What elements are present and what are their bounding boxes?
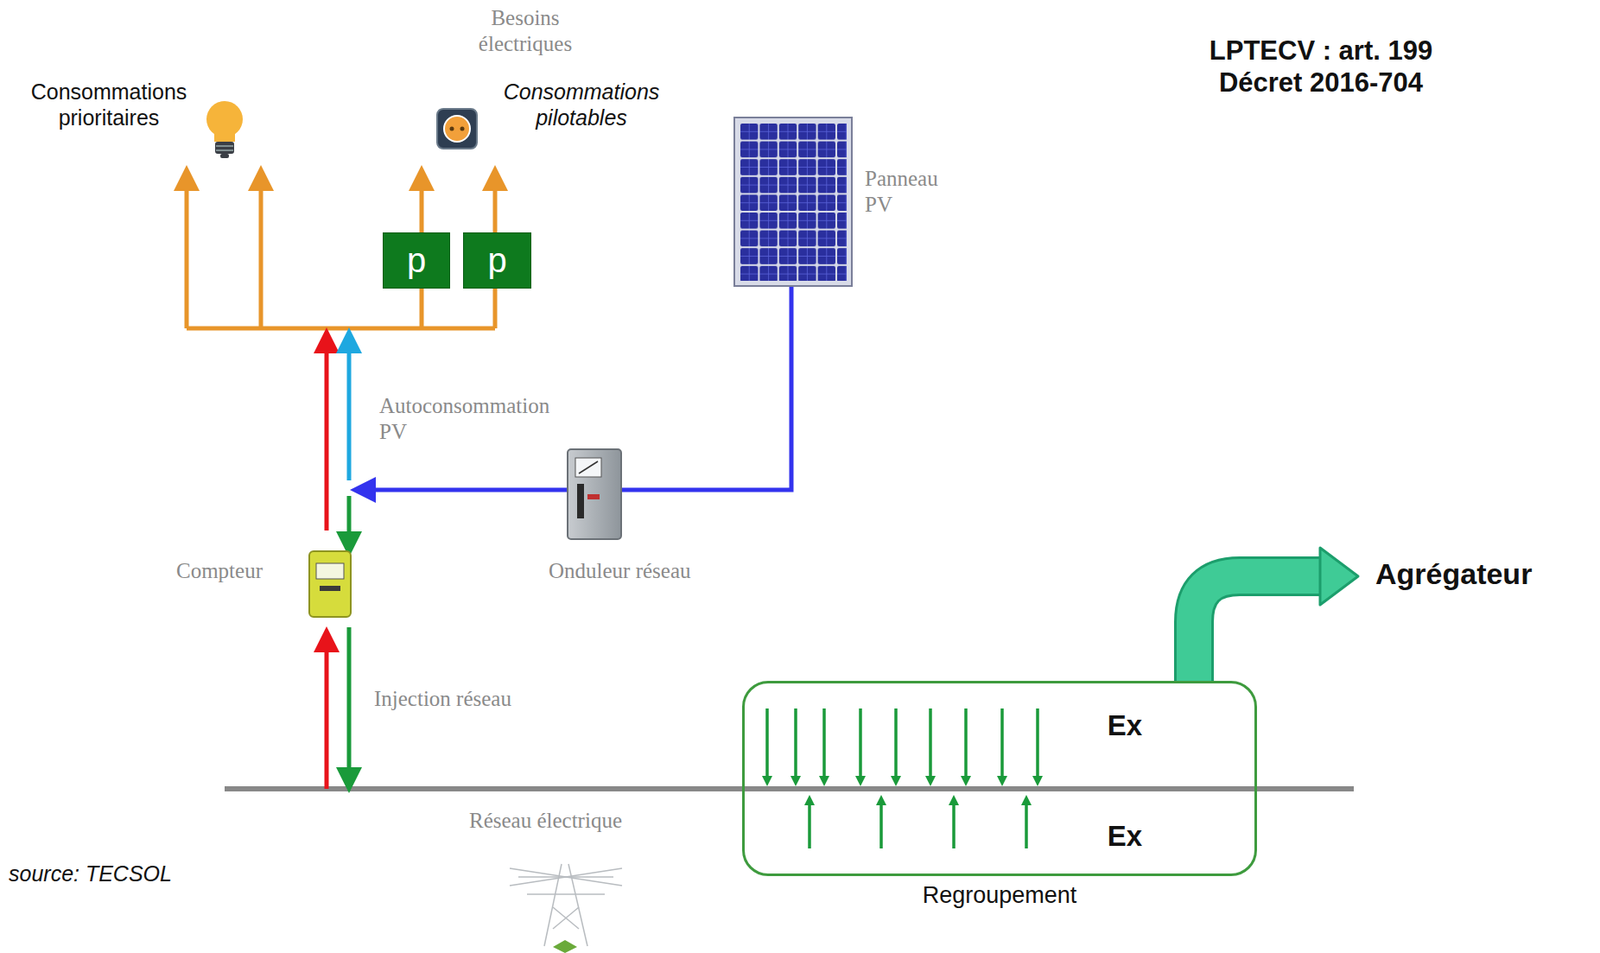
grouping-box: ExExRegroupement <box>742 680 1258 877</box>
group-label: Consommations prioritaires <box>31 78 188 131</box>
aggregator-arrow <box>1193 547 1359 683</box>
aggregation-arrows <box>761 708 1043 849</box>
meter-icon <box>309 551 351 617</box>
control-letter: p <box>487 241 507 280</box>
source-note: source: TECSOL <box>8 860 172 887</box>
aggregator-label: Agrégateur <box>1375 556 1532 592</box>
component-label: Onduleur réseau <box>548 558 692 585</box>
control-box: p <box>463 232 532 289</box>
self-consumption-arrow <box>347 340 352 481</box>
flow-label: Autoconsommation PV <box>379 393 550 445</box>
pylon-base <box>552 939 578 953</box>
exchange-label: Ex <box>1107 709 1143 743</box>
pv-line <box>362 285 792 490</box>
component-label: Réseau électrique <box>469 807 623 834</box>
injection-arrow <box>347 495 352 781</box>
component-label: Panneau PV <box>864 165 939 218</box>
exchange-label: Ex <box>1107 819 1143 853</box>
socket-icon <box>437 108 477 149</box>
pylon-icon <box>509 863 623 947</box>
inverter-icon <box>567 449 622 540</box>
flow-label: Injection réseau <box>374 685 512 712</box>
network-line <box>224 786 1354 792</box>
component-label: Compteur <box>176 558 263 585</box>
group-heading: Regroupement <box>744 882 1255 909</box>
control-box: p <box>382 232 451 289</box>
group-label: Consommations pilotables <box>503 78 661 131</box>
consumer-bus <box>186 177 496 329</box>
bulb-icon <box>206 101 243 159</box>
heading-label: Besoins électriques <box>478 5 572 58</box>
pv-panel <box>734 117 852 286</box>
control-letter: p <box>406 241 426 280</box>
regulation-reference: LPTECV : art. 199 Décret 2016-704 <box>1178 34 1464 99</box>
